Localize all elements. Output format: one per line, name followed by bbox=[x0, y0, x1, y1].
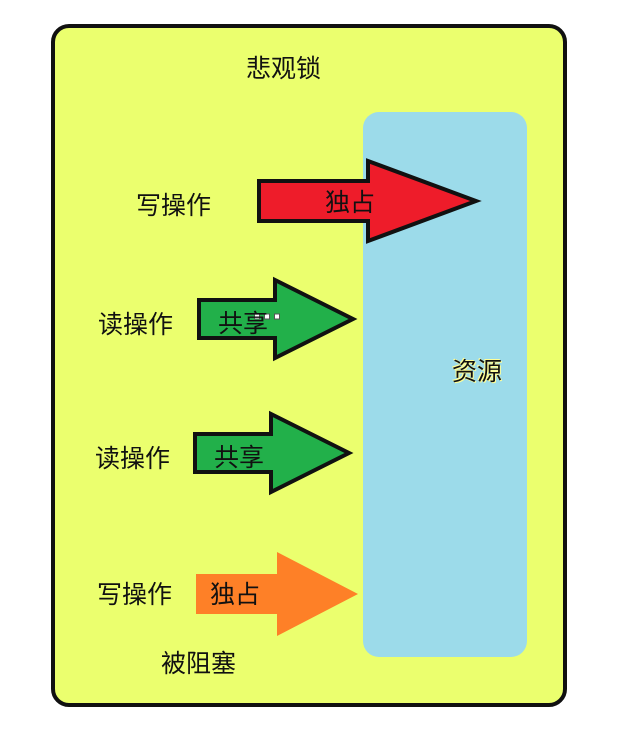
arrow-label-exclusive-1: 独占 bbox=[325, 188, 376, 217]
blocked-note: 被阻塞 bbox=[161, 649, 237, 678]
resource-label: 资源 bbox=[452, 357, 503, 386]
diagram-title: 悲观锁 bbox=[246, 54, 322, 83]
operation-label-read-1: 读操作 bbox=[98, 310, 174, 339]
operation-label-write-1: 写操作 bbox=[136, 191, 212, 220]
arrow-label-shared-2: 共享 bbox=[214, 443, 265, 472]
exclusive-arrow-write-1 bbox=[257, 158, 482, 244]
operation-label-write-2: 写操作 bbox=[97, 580, 173, 609]
arrow-label-exclusive-2: 独占 bbox=[210, 580, 261, 609]
resize-handle-icon bbox=[254, 313, 280, 320]
arrow-label-shared-1: 共享 bbox=[218, 309, 269, 338]
shared-arrow-read-2 bbox=[193, 410, 354, 496]
operation-label-read-2: 读操作 bbox=[95, 444, 171, 473]
exclusive-arrow-blocked bbox=[196, 552, 358, 636]
